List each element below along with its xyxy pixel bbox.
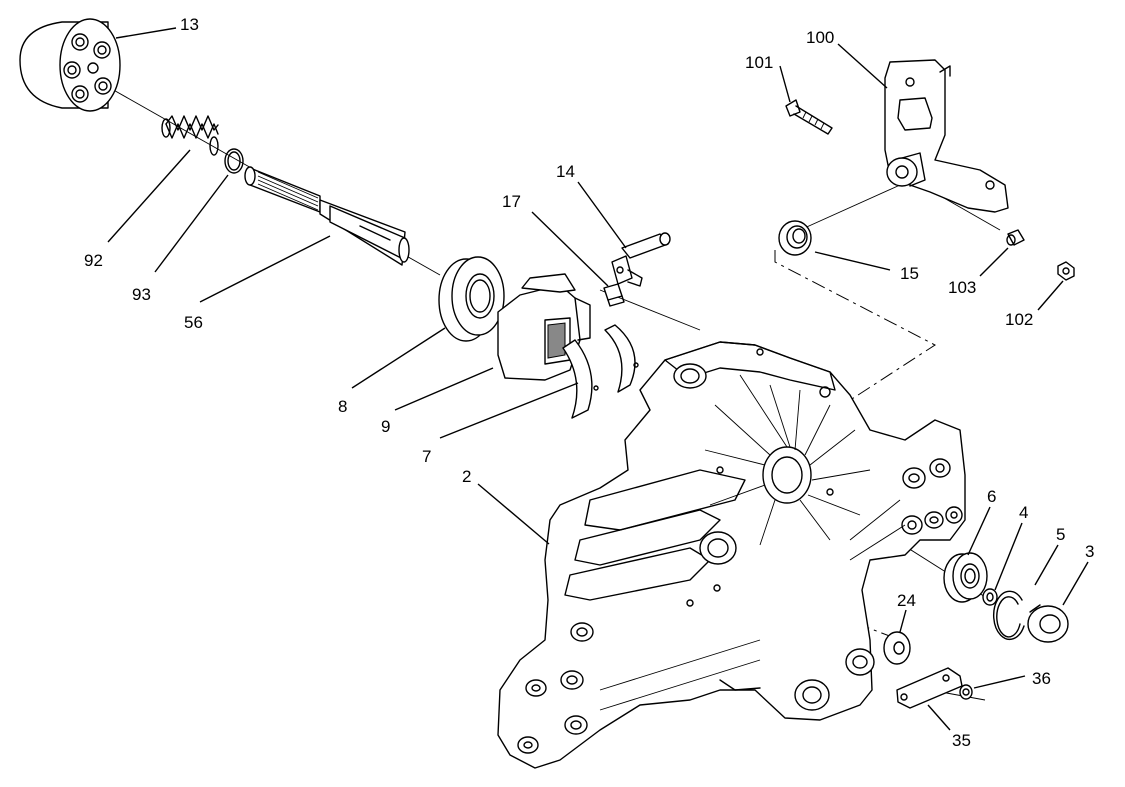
callout-36: 36 [1032, 669, 1051, 688]
callout-103: 103 [948, 278, 976, 297]
callout-102: 102 [1005, 310, 1033, 329]
callout-13: 13 [180, 15, 199, 34]
callout-8: 8 [338, 397, 347, 416]
output-bearing-part [943, 552, 988, 603]
transmission-housing-part [497, 341, 966, 769]
clip-part [959, 684, 973, 700]
plate-part [896, 667, 963, 709]
leader-lines [107, 27, 1089, 731]
callout-100: 100 [806, 28, 834, 47]
slider-block-part [603, 283, 625, 307]
callout-17: 17 [502, 192, 521, 211]
callout-92: 92 [84, 251, 103, 270]
callout-56: 56 [184, 313, 203, 332]
callout-24: 24 [897, 591, 916, 610]
spacer-part [1006, 229, 1025, 246]
bearing-part [438, 256, 505, 342]
washer-part [982, 588, 998, 606]
nut-part [1057, 261, 1075, 281]
callout-labels: 13 92 93 56 8 9 7 17 14 2 100 101 15 103… [84, 15, 1094, 750]
callout-101: 101 [745, 53, 773, 72]
spring-part [161, 115, 219, 156]
control-arm-part [611, 232, 671, 287]
thrust-washer-part [883, 631, 911, 665]
mounting-bracket-part [884, 59, 1009, 213]
retaining-ring-part [224, 148, 244, 174]
callout-2: 2 [462, 467, 471, 486]
callout-15: 15 [900, 264, 919, 283]
callout-93: 93 [132, 285, 151, 304]
callout-9: 9 [381, 417, 390, 436]
bolt-part [785, 99, 833, 135]
snap-ring-part [992, 590, 1025, 640]
callout-35: 35 [952, 731, 971, 750]
callout-3: 3 [1085, 542, 1094, 561]
callout-4: 4 [1019, 503, 1028, 522]
callout-14: 14 [556, 162, 575, 181]
callout-6: 6 [987, 487, 996, 506]
cylinder-block-part [19, 18, 121, 112]
callout-7: 7 [422, 447, 431, 466]
output-seal-part [1027, 604, 1069, 643]
callout-5: 5 [1056, 525, 1065, 544]
thrust-liner-part [562, 324, 639, 419]
seal-part [778, 220, 812, 256]
input-shaft-part [244, 166, 410, 266]
